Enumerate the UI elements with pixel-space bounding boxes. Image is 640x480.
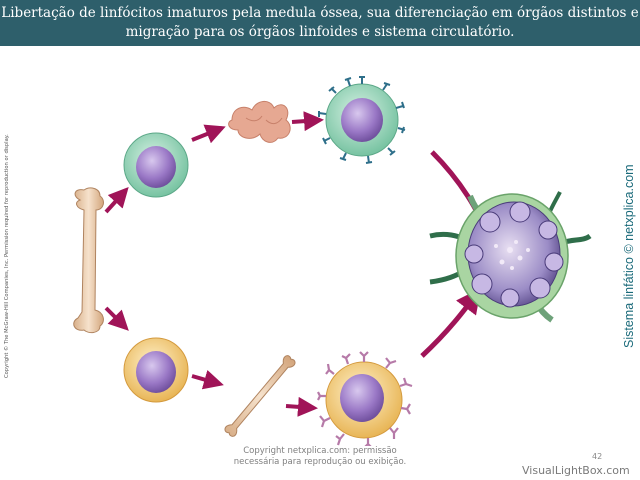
arrow-to-thymus [191, 124, 226, 144]
arrow-to-b-cell [285, 396, 318, 417]
lymphocyte-diagram [73, 76, 592, 446]
mature-t-cell [318, 76, 406, 164]
page-number: 42 [592, 452, 603, 461]
b-precursor-cell [123, 337, 189, 403]
title-line-1: Libertação de linfócitos imaturos pela m… [1, 5, 639, 21]
arrow-thymus-to-t-cell [291, 111, 324, 132]
bone-marrow-bone [73, 187, 104, 334]
title-bar: Libertação de linfócitos imaturos pela m… [0, 0, 640, 46]
arrow-bone-to-b [104, 306, 129, 331]
small-bone [224, 355, 296, 437]
thymus [228, 101, 291, 143]
arrow-to-bone-marrow [191, 369, 224, 390]
lymph-node [429, 191, 592, 323]
bottom-copyright-line-1: Copyright netxplica.com: permissão [243, 446, 397, 456]
t-precursor-cell [123, 132, 189, 198]
mature-b-cell [317, 351, 413, 446]
bottom-copyright: Copyright netxplica.com: permissão neces… [200, 446, 440, 468]
side-label: Sistema linfático © netxplica.com [622, 164, 636, 348]
bottom-copyright-line-2: necessária para reprodução ou exibição. [233, 457, 407, 467]
arrow-bone-to-t [104, 187, 129, 214]
title-line-2: migração para os órgãos linfoides e sist… [125, 24, 515, 40]
watermark[interactable]: VisualLightBox.com [522, 464, 630, 477]
arrow-b-cell-to-lymph-node [420, 287, 481, 358]
